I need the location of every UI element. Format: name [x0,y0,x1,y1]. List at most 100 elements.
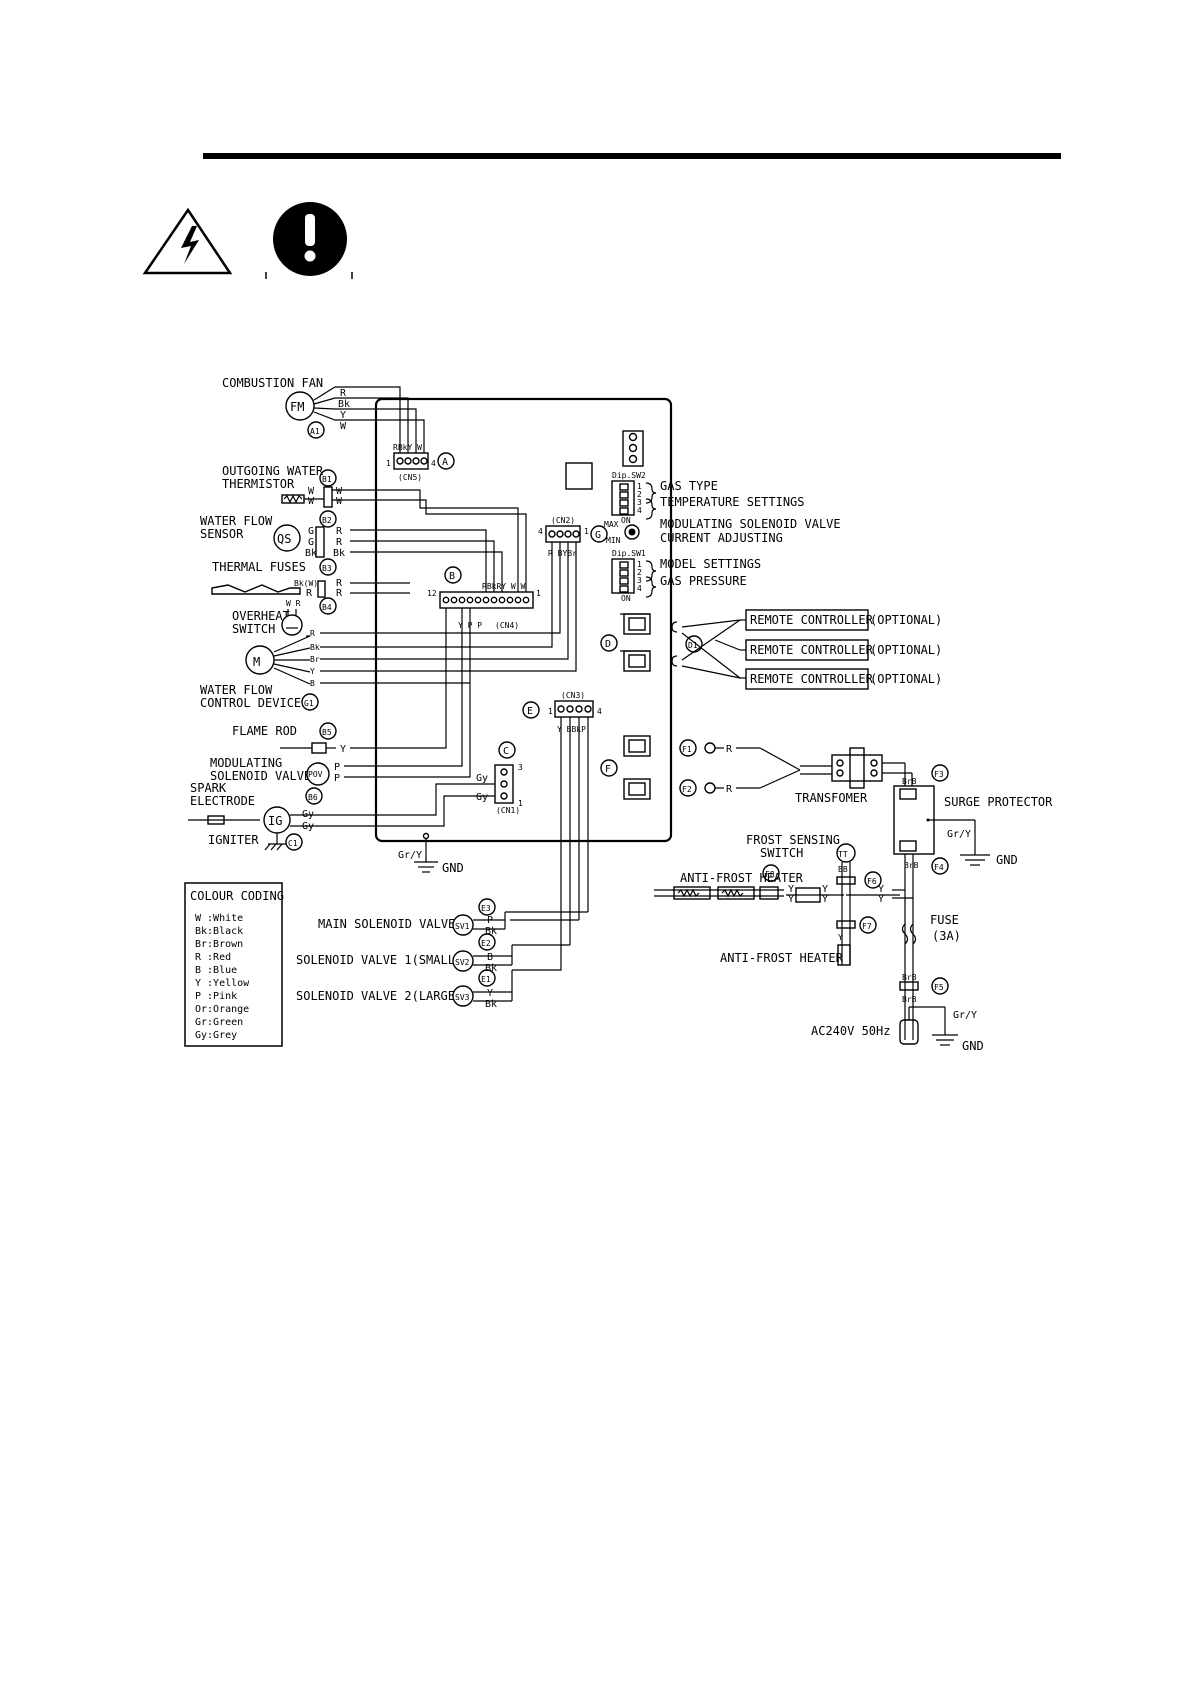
remote-terminals [620,613,651,672]
wire-label-R: R [726,744,733,755]
ac-gnd-label: GND [962,1039,984,1053]
anti-frost-heater-2 [837,944,851,966]
marker-B3: B3 [322,564,332,573]
wire-label-Y: Y [838,933,843,942]
colour-coding-box [184,882,283,1047]
wire-label-W: W [336,486,343,497]
cn1-label: (CN1) [496,806,520,815]
marker-G: G [595,530,601,541]
wire-label-W-R: W R [286,599,301,608]
thermal-fuses-label: THERMAL FUSES [212,560,306,574]
current-adjust-potentiometer [624,524,640,540]
cn4-label: (CN4) [495,621,519,630]
wire-label-Bk: Bk [485,963,497,974]
marker-F3-circle [931,764,949,782]
marker-F2-circle [679,779,697,797]
marker-E3-circle [478,898,496,916]
wire-label-G: G [308,537,314,548]
marker-F7-circle [859,916,877,934]
anti-frost-heater-label-2: ANTI-FROST HEATER [720,951,844,965]
cn5-connector: RBkY W 1 4 (CN5) [386,443,436,482]
combustion-fan-motor [285,391,315,421]
remote-controller-label-3: REMOTE CONTROLLER [750,672,874,686]
marker-F2: F2 [682,785,692,794]
thermal-fuses-element [211,584,301,595]
marker-B5-circle [319,722,337,740]
modulating-valve-label-2: SOLENOID VALVE [210,769,311,783]
marker-F1: F1 [682,745,692,754]
water-flow-control-label-1: WATER FLOW [200,683,273,697]
water-flow-sensor-label-1: WATER FLOW [200,514,273,528]
pin-number: 12 [427,589,437,598]
temperature-settings-label: TEMPERATURE SETTINGS [660,495,805,509]
combustion-fan-label: COMBUSTION FAN [222,376,323,390]
wire-label-BrB: BrB [902,973,917,982]
wire-label-P: P [334,762,340,773]
pcb-gr-y-label: Gr/Y [398,850,422,861]
cn5-label: (CN5) [398,473,422,482]
wire-label-B: B [310,679,315,688]
marker-B6-circle [305,787,323,805]
wire-label-G: G [308,526,314,537]
frost-sensing-label-1: FROST SENSING [746,833,840,847]
main-solenoid-valve-label: MAIN SOLENOID VALVE [318,917,455,931]
wire-label-R: R [340,388,347,399]
pin-number: 1 [386,459,391,468]
transformer-label: TRANSFOMER [795,791,868,805]
svg-text:4: 4 [637,506,642,515]
marker-A-circle [437,452,455,470]
pcb-gnd-label: GND [442,861,464,875]
marker-D: D [605,639,611,650]
marker-C1-circle [285,833,303,851]
remote-controller-box-1 [745,609,869,631]
wire-label-Bk: Bk [305,548,317,559]
dip-sw1-label: Dip.SW1 [612,549,646,558]
marker-F7: F7 [862,922,872,931]
header-rule [203,153,1061,159]
modulating-valve-label-1: MODULATING [210,756,282,770]
wire-label-Gy: Gy [476,773,488,784]
marker-F6-circle [864,871,882,889]
sv3-coil [452,985,474,1007]
marker-F4: F4 [934,863,944,872]
marker-B6: B6 [308,793,318,802]
wire-label-R: R [336,537,343,548]
wire-label-W: W [340,421,347,432]
remote-controller-box-3 [745,668,869,690]
tt-label: TT [838,850,848,859]
surge-gr-y-label: Gr/Y [947,829,971,840]
marker-D1: D1 [688,641,698,650]
marker-D-circle [600,634,618,652]
wire-label-R: R [336,588,343,599]
fuse [901,923,917,945]
remote-controller-box-2 [745,639,869,661]
marker-G1: G1 [304,699,314,708]
remote-controller-label-2: REMOTE CONTROLLER [750,643,874,657]
modulating-current-label-2: CURRENT ADJUSTING [660,531,783,545]
colour-item: R :Red [195,952,231,963]
optional-label-2: (OPTIONAL) [870,643,942,657]
flame-rod-label: FLAME ROD [232,724,297,738]
cn3-pins-label: Y BBkP [557,725,586,734]
optional-label-1: (OPTIONAL) [870,613,942,627]
wire-label-BrB: BrB [904,861,919,870]
min-label: MIN [606,536,621,545]
wire-label-Y: Y [878,894,884,905]
marker-F5-circle [931,977,949,995]
marker-B5: B5 [322,728,332,737]
wire-label-Bk: Bk [338,399,350,410]
marker-E-circle [522,701,540,719]
svg-text:2: 2 [637,568,642,577]
marker-F: F [605,764,611,775]
cn3-label: (CN3) [561,691,585,700]
marker-F3: F3 [934,770,944,779]
electric-hazard-icon [142,207,233,275]
wire-label-Y: Y [822,894,828,905]
wire-label-Bk: Bk [310,643,320,652]
modulating-valve-coil [306,762,330,786]
wire-label-Gy: Gy [476,792,488,803]
colour-item: Gr:Green [195,1017,243,1028]
marker-E: E [527,706,533,717]
marker-B: B [449,571,455,582]
